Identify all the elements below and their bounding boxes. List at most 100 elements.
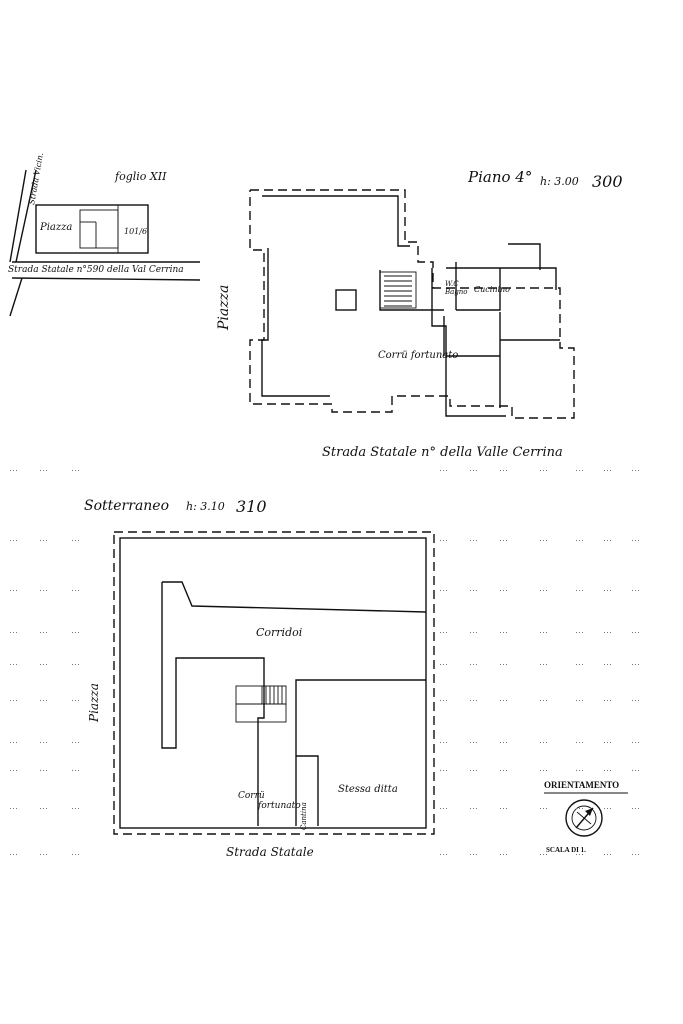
grid-dot: [40, 470, 41, 471]
grid-dot: [46, 632, 47, 633]
grid-dot: [46, 808, 47, 809]
grid-dot: [610, 470, 611, 471]
grid-dot: [440, 854, 441, 855]
grid-dot: [13, 854, 14, 855]
grid-dot: [638, 470, 639, 471]
grid-dot: [43, 470, 44, 471]
grid-dot: [506, 590, 507, 591]
grid-dot: [72, 770, 73, 771]
grid-dot: [576, 632, 577, 633]
grid-dot: [506, 854, 507, 855]
room-shop: Stessa ditta: [338, 784, 398, 795]
grid-dot: [607, 808, 608, 809]
grid-dot: [604, 664, 605, 665]
grid-dot: [607, 540, 608, 541]
grid-dot: [446, 540, 447, 541]
grid-dot: [13, 632, 14, 633]
grid-dot: [576, 470, 577, 471]
grid-dot: [46, 770, 47, 771]
grid-dot: [635, 742, 636, 743]
grid-dot: [604, 742, 605, 743]
grid-dot: [500, 470, 501, 471]
grid-dot: [604, 590, 605, 591]
grid-dot: [500, 770, 501, 771]
upper-boundary-line: [249, 189, 575, 419]
grid-dot: [43, 590, 44, 591]
grid-dot: [638, 540, 639, 541]
grid-dot: [476, 700, 477, 701]
grid-dot: [500, 664, 501, 665]
grid-dot: [72, 854, 73, 855]
grid-dot: [476, 770, 477, 771]
grid-dot: [473, 632, 474, 633]
grid-dot: [503, 700, 504, 701]
grid-dot: [473, 742, 474, 743]
grid-dot: [446, 632, 447, 633]
grid-dot: [576, 770, 577, 771]
grid-dot: [78, 632, 79, 633]
basement-plan-height-note: h: 3.10: [186, 500, 225, 513]
grid-dot: [540, 700, 541, 701]
grid-dot: [72, 590, 73, 591]
grid-dot: [576, 854, 577, 855]
grid-dot: [607, 632, 608, 633]
grid-dot: [607, 470, 608, 471]
grid-dot: [473, 770, 474, 771]
grid-dot: [470, 742, 471, 743]
grid-dot: [638, 590, 639, 591]
grid-dot: [610, 742, 611, 743]
grid-dot: [75, 742, 76, 743]
grid-dot: [476, 590, 477, 591]
grid-dot: [473, 700, 474, 701]
lift-shaft: [335, 289, 357, 311]
grid-dot: [40, 770, 41, 771]
grid-dot: [540, 540, 541, 541]
grid-dot: [10, 590, 11, 591]
grid-dot: [500, 590, 501, 591]
grid-dot: [78, 540, 79, 541]
grid-dot: [43, 540, 44, 541]
grid-dot: [13, 700, 14, 701]
grid-dot: [582, 470, 583, 471]
grid-dot: [443, 540, 444, 541]
grid-dot: [443, 770, 444, 771]
grid-dot: [446, 808, 447, 809]
grid-dot: [604, 540, 605, 541]
grid-dot: [579, 632, 580, 633]
grid-dot: [579, 700, 580, 701]
parcel-label: 101/6: [124, 227, 147, 236]
sheet-number: foglio XII: [114, 170, 167, 183]
grid-dot: [40, 664, 41, 665]
grid-dot: [40, 808, 41, 809]
grid-dot: [443, 664, 444, 665]
grid-dot: [75, 590, 76, 591]
grid-dot: [546, 590, 547, 591]
grid-dot: [78, 742, 79, 743]
grid-dot: [540, 664, 541, 665]
square-label: Piazza: [39, 222, 72, 233]
grid-dot: [16, 590, 17, 591]
basement-plan-title: Sotterraneo: [84, 498, 169, 514]
grid-dot: [604, 808, 605, 809]
basement-plan-height-value: 310: [236, 497, 267, 516]
grid-dot: [576, 664, 577, 665]
grid-dot: [546, 700, 547, 701]
grid-dot: [13, 808, 14, 809]
grid-dot: [40, 742, 41, 743]
grid-dot: [546, 770, 547, 771]
grid-dot: [546, 540, 547, 541]
grid-dot: [10, 632, 11, 633]
grid-dot: [473, 470, 474, 471]
grid-dot: [13, 470, 14, 471]
grid-dot: [440, 700, 441, 701]
grid-dot: [13, 742, 14, 743]
grid-dot: [446, 700, 447, 701]
grid-dot: [443, 590, 444, 591]
grid-dot: [13, 590, 14, 591]
room-corridor-b: fortunato: [257, 801, 301, 811]
grid-dot: [72, 632, 73, 633]
grid-dot: [46, 470, 47, 471]
grid-dot: [16, 700, 17, 701]
grid-dot: [500, 854, 501, 855]
vertical-road-label: Strada Vicin.: [27, 152, 45, 205]
